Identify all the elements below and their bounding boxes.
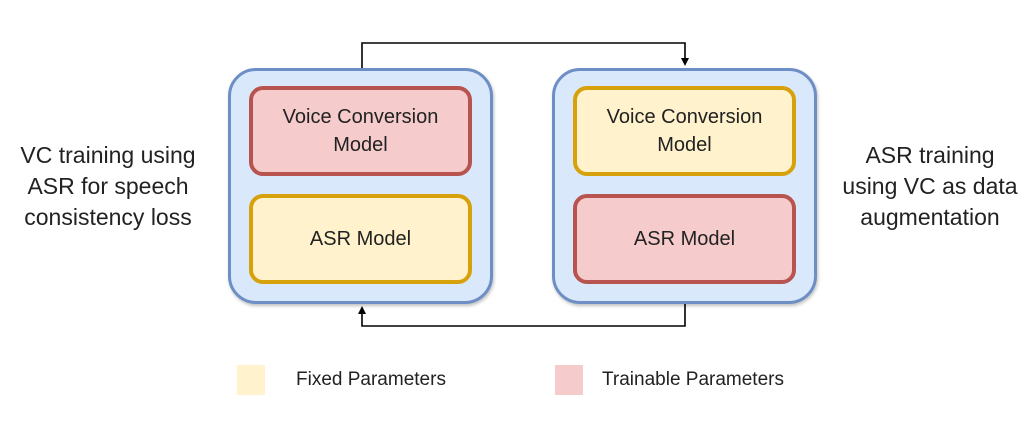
left-caption-line: consistency loss [24, 204, 192, 230]
vc-model-label-line: Model [333, 134, 388, 156]
legend-trainable-swatch [555, 365, 583, 395]
asr-model-label: ASR Model [309, 228, 412, 250]
bottom-arrow [358, 304, 686, 327]
left-asr-model: ASR Model [249, 194, 472, 284]
asr-model-label: ASR Model [633, 228, 736, 250]
right-caption-line: using VC as data [842, 173, 1018, 199]
right-caption: ASR training using VC as data augmentati… [830, 140, 1030, 233]
vc-training-stage: Voice Conversion Model ASR Model [228, 68, 493, 304]
left-voice-conversion-model: Voice Conversion Model [249, 86, 472, 176]
asr-training-stage: Voice Conversion Model ASR Model [552, 68, 817, 304]
legend-trainable-label: Trainable Parameters [602, 369, 784, 390]
right-asr-model: ASR Model [573, 194, 796, 284]
vc-model-label-line: Voice Conversion [606, 106, 763, 128]
vc-model-label-line: Model [657, 134, 712, 156]
right-caption-line: augmentation [860, 204, 1000, 230]
right-caption-line: ASR training [865, 142, 995, 168]
top-arrow [361, 42, 689, 68]
left-caption-line: VC training using [20, 142, 196, 168]
right-voice-conversion-model: Voice Conversion Model [573, 86, 796, 176]
legend-fixed-swatch [237, 365, 265, 395]
legend-fixed-label: Fixed Parameters [296, 369, 446, 390]
left-caption-line: ASR for speech [27, 173, 189, 199]
left-caption: VC training using ASR for speech consist… [8, 140, 208, 233]
vc-model-label-line: Voice Conversion [282, 106, 439, 128]
